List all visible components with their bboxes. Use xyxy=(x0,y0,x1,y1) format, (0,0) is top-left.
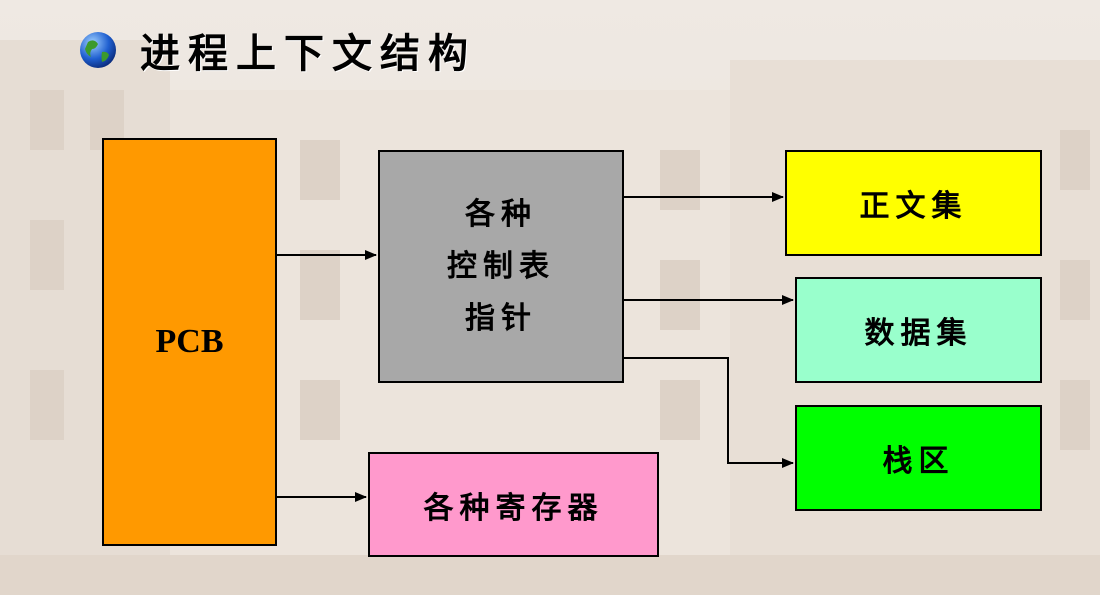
data-set-box: 数据集 xyxy=(795,277,1042,383)
text-set-label: 正文集 xyxy=(859,189,968,224)
control-tables-box: 各种 控制表 指针 xyxy=(378,150,624,383)
slide-title: 进程上下文结构 xyxy=(78,22,476,78)
title-text: 进程上下文结构 xyxy=(140,31,476,77)
control-tables-line2: 控制表 xyxy=(447,248,555,284)
registers-box: 各种寄存器 xyxy=(368,452,659,557)
pcb-box: PCB xyxy=(102,138,277,546)
text-set-box: 正文集 xyxy=(785,150,1042,256)
registers-label: 各种寄存器 xyxy=(423,490,604,526)
control-tables-line3: 指针 xyxy=(465,300,537,336)
pcb-label: PCB xyxy=(155,323,224,360)
stack-label: 栈区 xyxy=(882,444,955,479)
data-set-label: 数据集 xyxy=(864,316,973,351)
stack-box: 栈区 xyxy=(795,405,1042,511)
control-tables-line1: 各种 xyxy=(465,196,537,232)
globe-icon xyxy=(80,32,116,68)
